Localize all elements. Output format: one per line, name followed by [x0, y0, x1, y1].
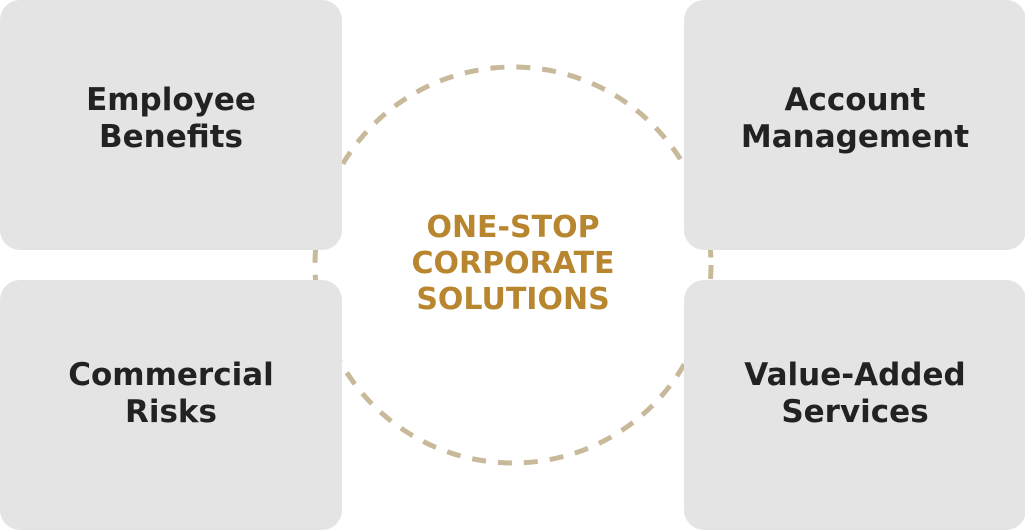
value-added-services-card: Value-Added Services: [684, 280, 1025, 530]
commercial-risks-label: Commercial Risks: [68, 356, 274, 430]
commercial-risks-card: Commercial Risks: [0, 280, 342, 530]
value-added-services-label: Value-Added Services: [744, 356, 966, 430]
account-management-label: Account Management: [740, 82, 970, 155]
employee-benefits-label: Employee Benefits: [86, 82, 256, 155]
account-management-card: Account Management: [684, 0, 1025, 250]
center-title: ONE-STOP CORPORATE SOLUTIONS: [411, 210, 615, 317]
employee-benefits-card: Employee Benefits: [0, 0, 342, 250]
